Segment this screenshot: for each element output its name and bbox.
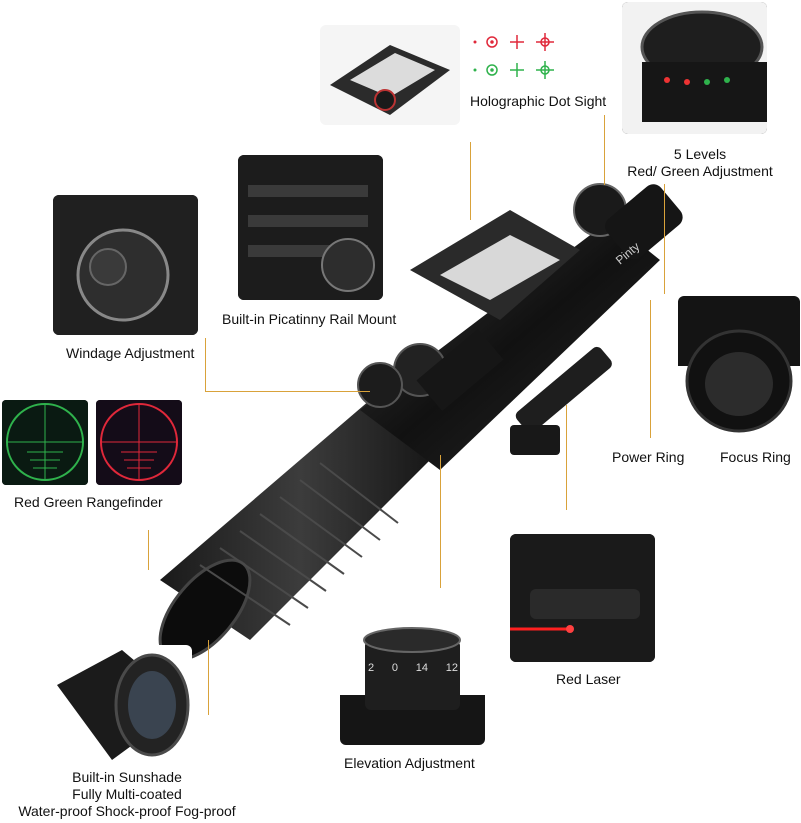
red-laser-label: Red Laser bbox=[556, 671, 621, 687]
leader-line bbox=[664, 184, 665, 294]
focus-ring-label: Focus Ring bbox=[720, 449, 791, 465]
windage-adjustment-label: Windage Adjustment bbox=[66, 345, 195, 361]
leader-line bbox=[208, 640, 209, 715]
windage-turret-photo bbox=[53, 195, 198, 335]
leader-line bbox=[470, 142, 471, 220]
elevation-adjustment-label: Elevation Adjustment bbox=[344, 755, 475, 771]
red-laser-photo bbox=[510, 534, 655, 662]
illumination-dial-photo bbox=[622, 2, 767, 134]
leader-line bbox=[205, 391, 370, 392]
red-reticle-photo bbox=[96, 400, 182, 485]
green-reticle-photo bbox=[2, 400, 88, 485]
sunshade-label: Built-in Sunshade Fully Multi-coated Wat… bbox=[2, 769, 252, 820]
illumination-levels-label: 5 Levels Red/ Green Adjustment bbox=[620, 146, 780, 180]
power-ring-label: Power Ring bbox=[612, 449, 685, 465]
sunshade-line: Fully Multi-coated bbox=[72, 786, 182, 802]
dial-number: 12 bbox=[445, 662, 458, 674]
dial-number: 2 bbox=[368, 662, 375, 674]
dial-number: 14 bbox=[415, 662, 428, 674]
rifle-scope-main-image: Pinty bbox=[158, 183, 683, 660]
elevation-dial-numbers: 2 0 14 12 bbox=[368, 662, 458, 674]
leader-line bbox=[440, 455, 441, 588]
holographic-sight-photo bbox=[320, 25, 460, 125]
leader-line bbox=[650, 300, 651, 438]
picatinny-rail-photo bbox=[238, 155, 383, 300]
sunshade-line: Water-proof Shock-proof Fog-proof bbox=[18, 803, 236, 819]
sunshade-lens-photo bbox=[52, 645, 192, 767]
leader-line bbox=[148, 530, 149, 570]
dial-number: 0 bbox=[391, 662, 398, 674]
leader-line bbox=[205, 338, 206, 392]
leader-line bbox=[604, 115, 605, 185]
elevation-turret-photo: 2 0 14 12 bbox=[340, 625, 485, 745]
eyepiece-photo bbox=[678, 296, 800, 438]
illumination-levels-line: Red/ Green Adjustment bbox=[627, 163, 773, 179]
holographic-dot-sight-label: Holographic Dot Sight bbox=[470, 93, 607, 109]
sunshade-line: Built-in Sunshade bbox=[72, 769, 182, 785]
leader-line bbox=[566, 405, 567, 510]
rangefinder-label: Red Green Rangefinder bbox=[14, 494, 163, 510]
reticle-options-icon bbox=[473, 33, 554, 79]
picatinny-rail-label: Built-in Picatinny Rail Mount bbox=[222, 311, 397, 327]
illumination-levels-line: 5 Levels bbox=[673, 146, 727, 162]
